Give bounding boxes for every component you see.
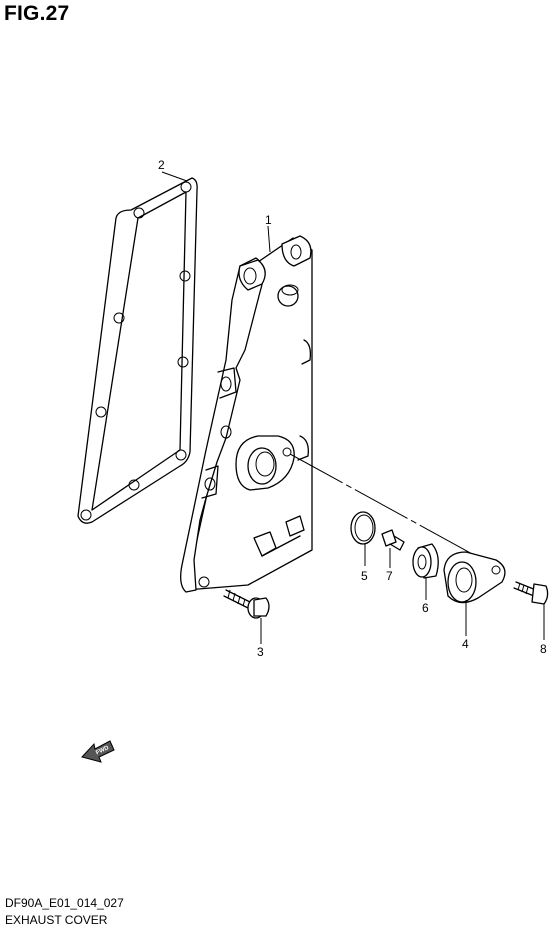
part-2-gasket[interactable] (77, 177, 198, 524)
part-3-bolt[interactable] (223, 589, 270, 619)
assembly-axis-line (289, 453, 477, 557)
part-6-collar[interactable] (412, 543, 439, 579)
callout-2: 2 (158, 158, 165, 172)
fwd-arrow-label: FWD (95, 745, 111, 757)
callout-1: 1 (265, 213, 272, 227)
part-7-small-bolt[interactable] (381, 529, 405, 551)
drawing-code: DF90A_E01_014_027 (5, 896, 124, 910)
callout-6: 6 (422, 601, 429, 615)
leader-lines (161, 171, 545, 644)
part-8-flange-bolt[interactable] (513, 581, 549, 605)
callout-4: 4 (462, 637, 469, 651)
fwd-arrow-icon: FWD (81, 740, 115, 763)
part-5-o-ring[interactable] (350, 511, 376, 545)
figure-title: FIG.27 (4, 2, 70, 25)
part-4-outlet-flange[interactable] (443, 551, 506, 604)
callout-3: 3 (257, 645, 264, 659)
part-1-exhaust-cover[interactable] (180, 235, 313, 593)
callout-8: 8 (540, 642, 547, 656)
callout-5: 5 (361, 569, 368, 583)
drawing-name: EXHAUST COVER (5, 913, 108, 927)
callout-7: 7 (386, 569, 393, 583)
